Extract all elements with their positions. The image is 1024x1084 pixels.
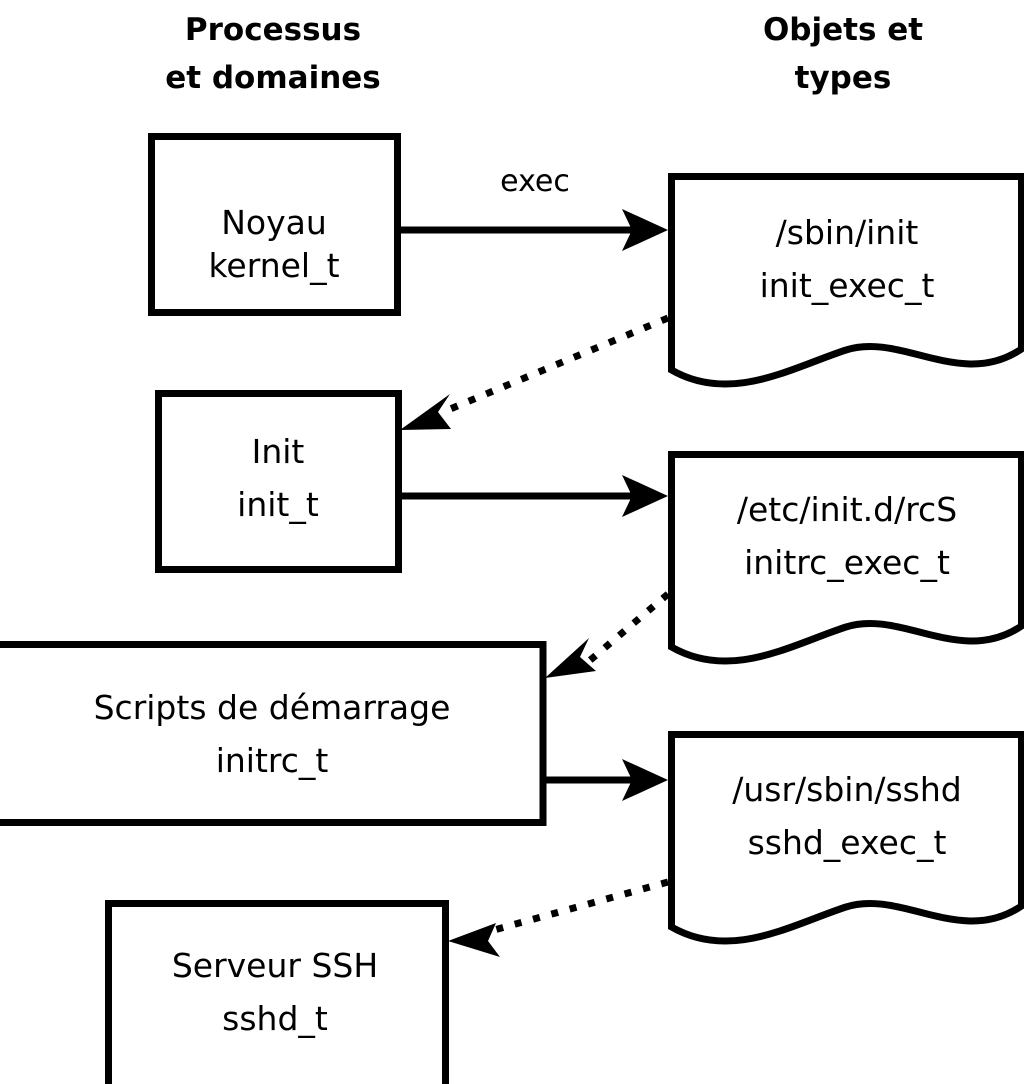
edge-sshd-exec-to-sshd-arrowhead: [448, 923, 500, 957]
node-sshd-exec-shape[interactable]: [668, 731, 1024, 945]
node-sshd-exec-line1: /usr/sbin/sshd: [732, 770, 962, 809]
node-kernel-line2: kernel_t: [208, 246, 339, 285]
node-sshd-exec-line2: sshd_exec_t: [748, 823, 947, 862]
edge-label-exec: exec: [500, 164, 570, 199]
column-title-left: Processus et domaines: [165, 12, 381, 96]
node-init-exec-shape[interactable]: [668, 173, 1024, 388]
column-title-left-line1: Processus: [185, 12, 361, 48]
column-title-right: Objets et types: [763, 12, 923, 96]
edge-initrc-to-sshd-exec-arrowhead: [622, 759, 668, 801]
node-initrc-exec-shape[interactable]: [668, 451, 1024, 665]
node-init-exec[interactable]: /sbin/init init_exec_t: [668, 173, 1024, 388]
node-kernel[interactable]: Noyau kernel_t: [148, 133, 401, 316]
column-title-left-line2: et domaines: [165, 60, 381, 96]
node-init-line2: init_t: [237, 485, 319, 524]
node-init[interactable]: Init init_t: [155, 390, 402, 573]
node-init-exec-line1: /sbin/init: [776, 213, 919, 252]
node-init-line1: Init: [252, 432, 305, 471]
column-title-right-line1: Objets et: [763, 12, 923, 48]
node-sshd-exec[interactable]: /usr/sbin/sshd sshd_exec_t: [668, 731, 1024, 945]
edge-initrc-exec-to-initrc: [545, 591, 671, 678]
node-sshd-shape[interactable]: [105, 900, 449, 1084]
node-kernel-shape[interactable]: [148, 133, 401, 316]
node-sshd-line1: Serveur SSH: [172, 946, 378, 985]
edge-kernel-to-init-exec-arrowhead: [622, 209, 668, 251]
node-initrc-exec-line1: /etc/init.d/rcS: [737, 490, 957, 529]
edge-sshd-exec-to-sshd-line: [493, 878, 669, 934]
node-kernel-line1: Noyau: [221, 203, 327, 242]
node-initrc-exec[interactable]: /etc/init.d/rcS initrc_exec_t: [668, 451, 1024, 665]
node-init-shape[interactable]: [155, 390, 402, 573]
edge-init-exec-to-init: [400, 314, 670, 430]
edge-initrc-to-sshd-exec: [545, 759, 668, 801]
edge-init-to-initrc-exec: [400, 475, 668, 517]
edge-sshd-exec-to-sshd: [448, 878, 669, 957]
edge-initrc-exec-to-initrc-arrowhead: [545, 638, 596, 678]
edge-init-to-initrc-exec-arrowhead: [622, 475, 668, 517]
node-initrc-exec-line2: initrc_exec_t: [744, 543, 950, 582]
node-initrc-line2: initrc_t: [216, 741, 329, 780]
edge-init-exec-to-init-arrowhead: [400, 394, 451, 430]
edge-kernel-to-init-exec: exec: [398, 164, 668, 251]
edge-init-exec-to-init-line: [441, 314, 670, 416]
node-initrc[interactable]: Scripts de démarrage initrc_t: [0, 641, 547, 826]
node-init-exec-line2: init_exec_t: [760, 266, 935, 305]
edge-initrc-exec-to-initrc-line: [585, 591, 671, 665]
node-sshd[interactable]: Serveur SSH sshd_t: [105, 900, 449, 1084]
column-title-right-line2: types: [795, 60, 892, 96]
node-initrc-line1: Scripts de démarrage: [94, 688, 451, 727]
node-sshd-line2: sshd_t: [222, 999, 328, 1038]
node-initrc-shape[interactable]: [0, 641, 547, 826]
